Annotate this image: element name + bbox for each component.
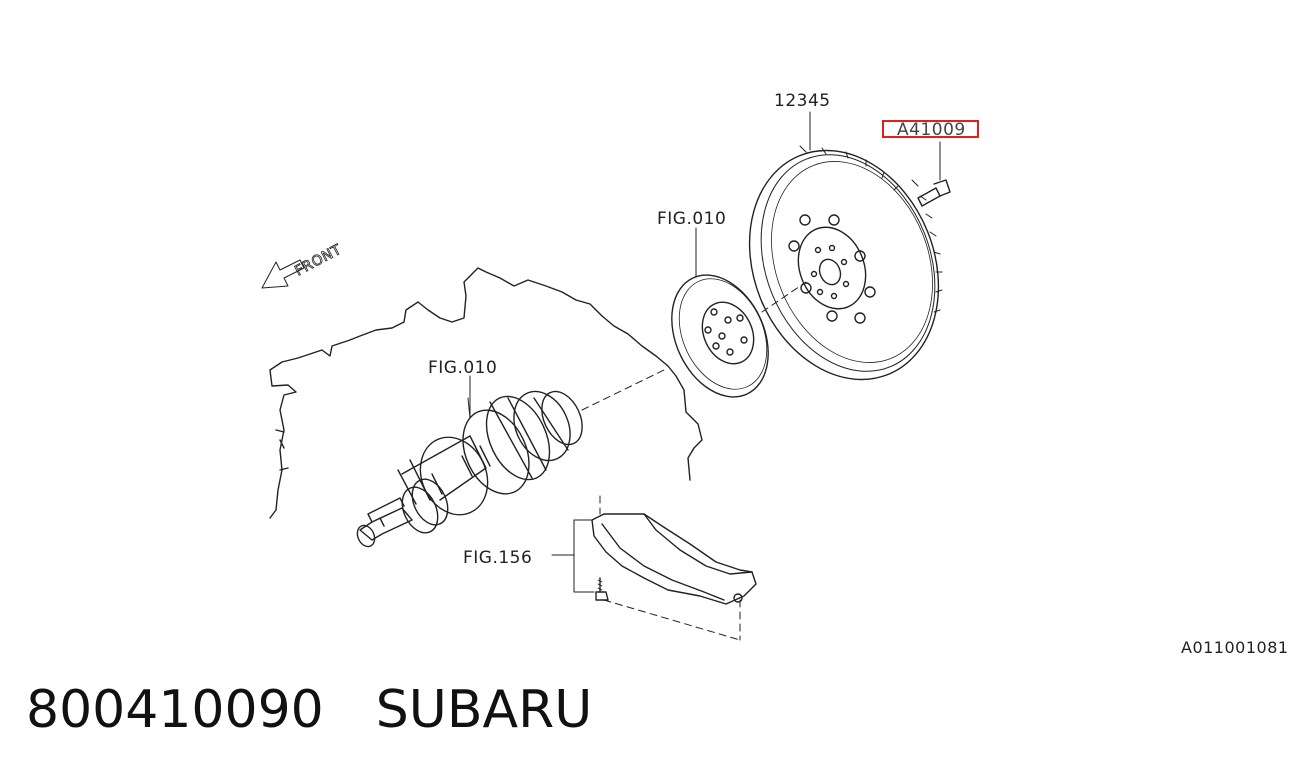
cover-screw [595, 577, 609, 601]
leader-lines [469, 111, 941, 593]
part-number: 800410090 [26, 680, 324, 740]
front-arrow-icon [261, 259, 305, 289]
crankshaft [356, 390, 583, 548]
diagram-code: A011001081 [1181, 638, 1289, 657]
flywheel-bolt [917, 179, 951, 207]
front-label: FRONT [292, 242, 344, 280]
brand-name: SUBARU [375, 680, 593, 740]
fig-bottom-label[interactable]: FIG.156 [463, 548, 532, 568]
fig-upper-label[interactable]: FIG.010 [657, 209, 726, 229]
highlight-box [882, 120, 979, 138]
fig-lower-label[interactable]: FIG.010 [428, 358, 497, 378]
highlight-ref-label[interactable]: A41009 [897, 120, 966, 140]
engine-block-outline [269, 267, 703, 519]
drive-plate [671, 274, 769, 398]
cover-plate [591, 513, 757, 605]
part-ref-label: 12345 [774, 91, 831, 111]
flywheel [748, 145, 943, 381]
alignment-lines [581, 281, 807, 641]
